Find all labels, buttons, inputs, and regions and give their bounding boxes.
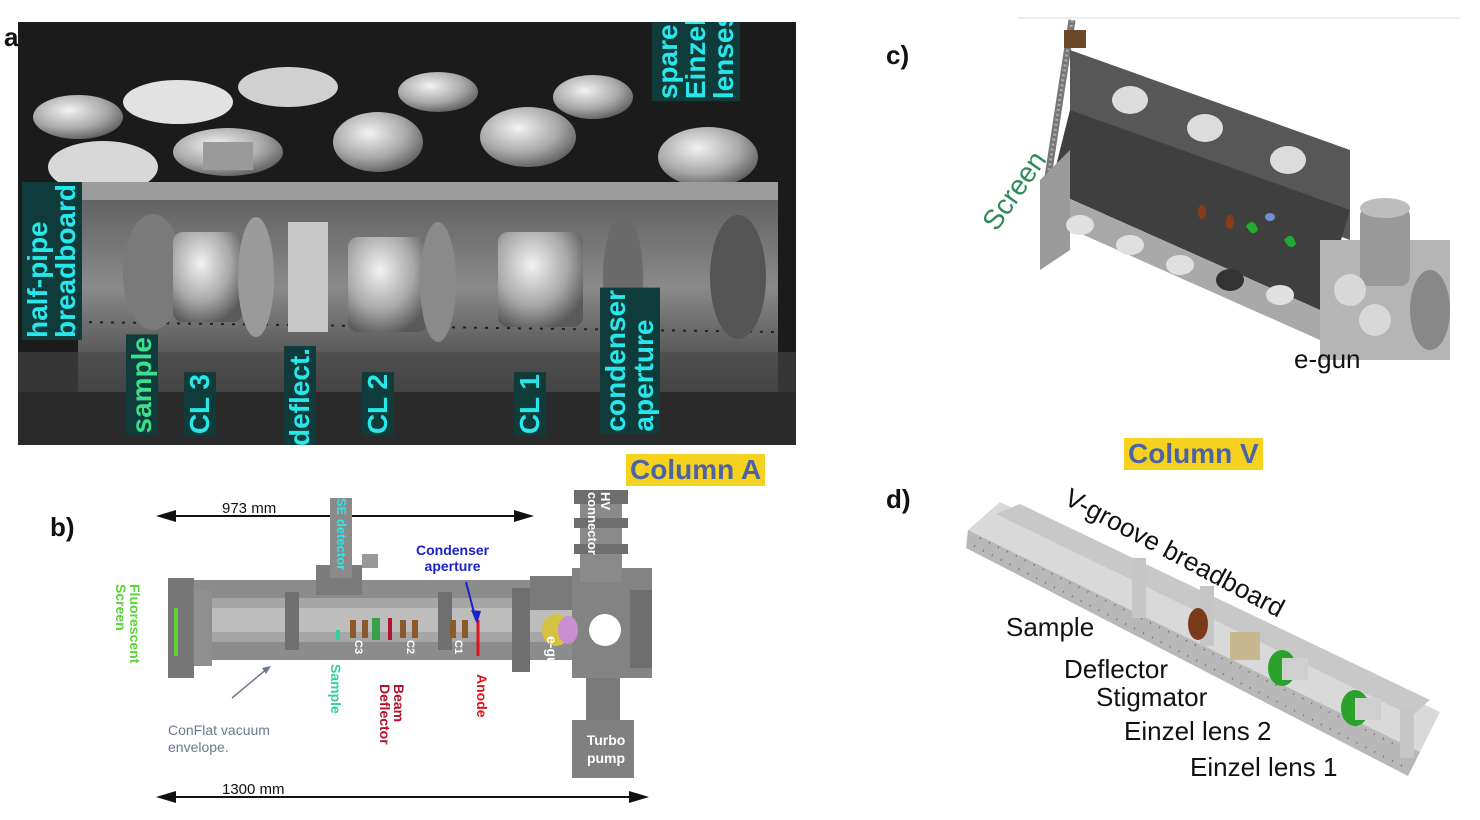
label-cl1: CL 1 <box>514 372 546 437</box>
label-sample-b: Sample <box>328 664 344 714</box>
label-beam-deflector: Beam Deflector <box>377 684 407 745</box>
label-fluorescent-screen: Fluorescent Screen <box>113 584 143 664</box>
panel-label-d: d) <box>886 484 911 514</box>
label-deflect: deflect. <box>284 346 316 445</box>
label-spare-einzel-lenses: spare Einzel lenses <box>652 22 740 102</box>
label-e-gun-c: e-gun <box>1294 344 1361 374</box>
schematic-diagram <box>156 490 652 803</box>
label-stigmator: Stigmator <box>1096 682 1208 712</box>
label-e-gun-b: e-gun <box>544 636 560 675</box>
label-half-pipe-breadboard: half-pipe breadboard <box>22 182 82 341</box>
column-v-badge: Column V <box>1124 438 1263 470</box>
label-condenser-aperture-b: Condenser aperture <box>416 542 490 575</box>
column-a-badge: Column A <box>626 454 766 486</box>
label-c2: C2 <box>404 640 416 655</box>
label-einzel-lens-2: Einzel lens 2 <box>1124 716 1272 746</box>
photo-panel: spare Einzel lenses half-pipe breadboard… <box>18 22 796 445</box>
label-c1: C1 <box>452 640 464 655</box>
label-sample: sample <box>126 335 158 436</box>
dimension-1300: 1300 mm <box>222 781 285 798</box>
label-einzel-lens-1: Einzel lens 1 <box>1190 752 1338 782</box>
vgroove-breadboard-illustration <box>966 502 1440 776</box>
cad-chamber-illustration <box>1018 17 1460 360</box>
label-conflat-envelope: ConFlat vacuum envelope. <box>168 722 270 755</box>
label-sample-d: Sample <box>1006 612 1095 642</box>
label-cl3: CL 3 <box>184 372 216 437</box>
label-condenser-aperture: condenser aperture <box>600 288 660 434</box>
dimension-973: 973 mm <box>222 500 277 517</box>
label-deflector: Deflector <box>1064 654 1169 684</box>
label-se-detector: SE detector <box>334 498 349 571</box>
label-cl2: CL 2 <box>362 372 394 437</box>
panel-label-c: c) <box>886 40 910 70</box>
label-hv-connector: HV connector <box>585 492 613 555</box>
label-c3: C3 <box>352 640 364 655</box>
panel-label-b: b) <box>50 512 75 542</box>
label-anode: Anode <box>474 674 490 718</box>
label-turbo-pump: Turbo pump <box>586 732 626 766</box>
